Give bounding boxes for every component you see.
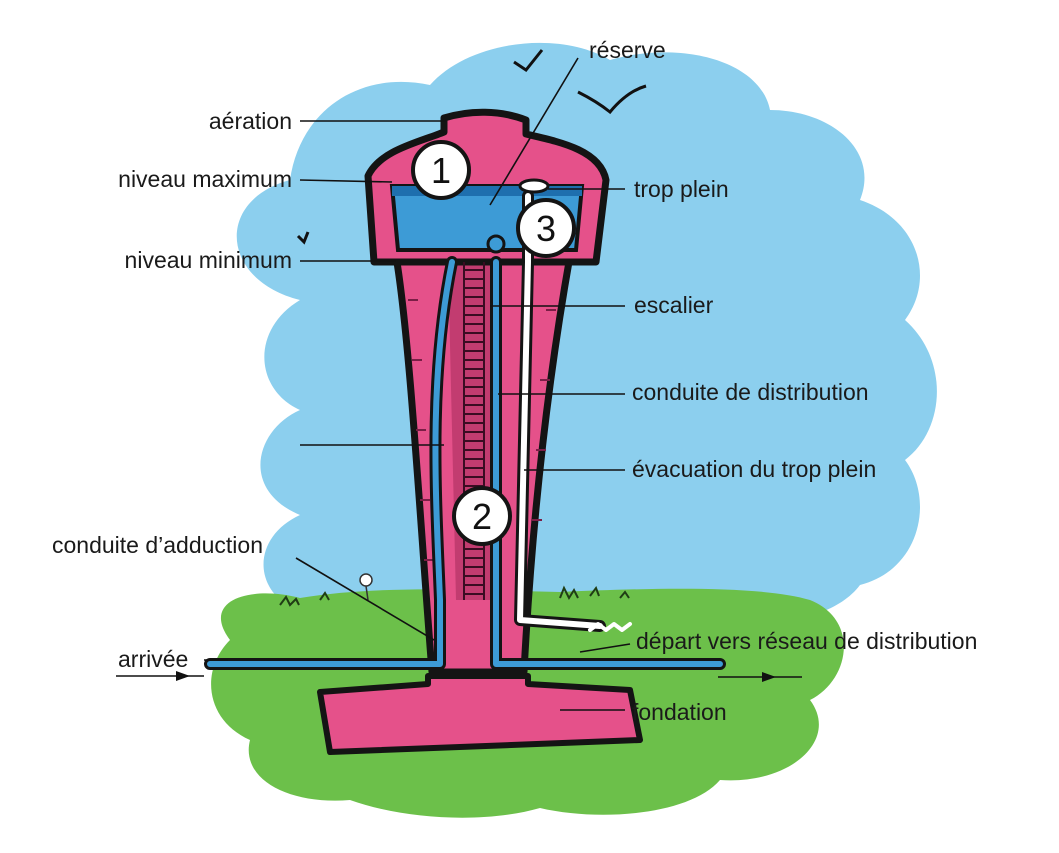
departure-arrow-icon <box>762 672 776 682</box>
labels: réserve aération niveau maximum niveau m… <box>52 37 977 725</box>
arrival-arrow-icon <box>176 671 190 681</box>
svg-text:1: 1 <box>431 150 451 191</box>
label-niveau-minimum: niveau minimum <box>125 247 292 273</box>
flow-arrows <box>176 671 776 682</box>
label-niveau-maximum: niveau maximum <box>118 166 292 192</box>
marker-1: 1 <box>411 140 471 200</box>
label-escalier: escalier <box>634 292 714 318</box>
sky-cloud <box>236 42 937 625</box>
label-depart-reseau: départ vers réseau de distribution <box>636 628 977 654</box>
marker-2: 2 <box>452 486 512 546</box>
label-conduite-distribution: conduite de distribution <box>632 379 869 405</box>
label-fondation: fondation <box>632 699 727 725</box>
label-aeration: aération <box>209 108 292 134</box>
svg-text:2: 2 <box>472 496 492 537</box>
foundation <box>317 673 643 755</box>
label-arrivee: arrivée <box>118 646 188 672</box>
label-conduite-adduction: conduite d’adduction <box>52 532 263 558</box>
svg-text:3: 3 <box>536 208 556 249</box>
marker-3: 3 <box>516 198 576 258</box>
label-trop-plein: trop plein <box>634 176 729 202</box>
birds <box>296 49 647 245</box>
leader-lines <box>116 57 802 711</box>
label-evacuation-trop-plein: évacuation du trop plein <box>632 456 876 482</box>
label-reserve: réserve <box>589 37 666 63</box>
